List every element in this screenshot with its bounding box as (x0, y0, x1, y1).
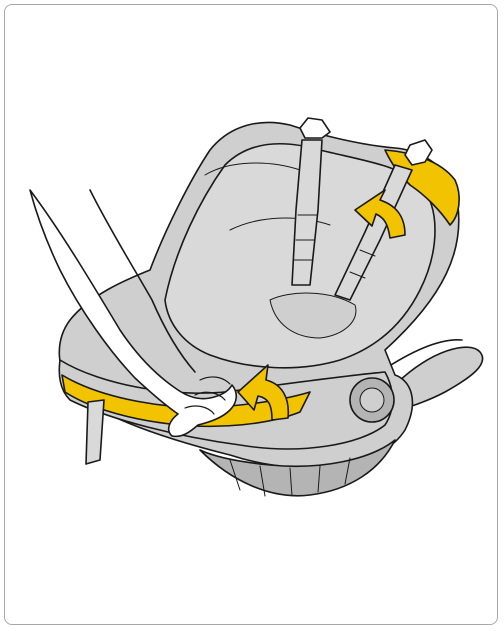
crotch-strap (86, 400, 104, 464)
